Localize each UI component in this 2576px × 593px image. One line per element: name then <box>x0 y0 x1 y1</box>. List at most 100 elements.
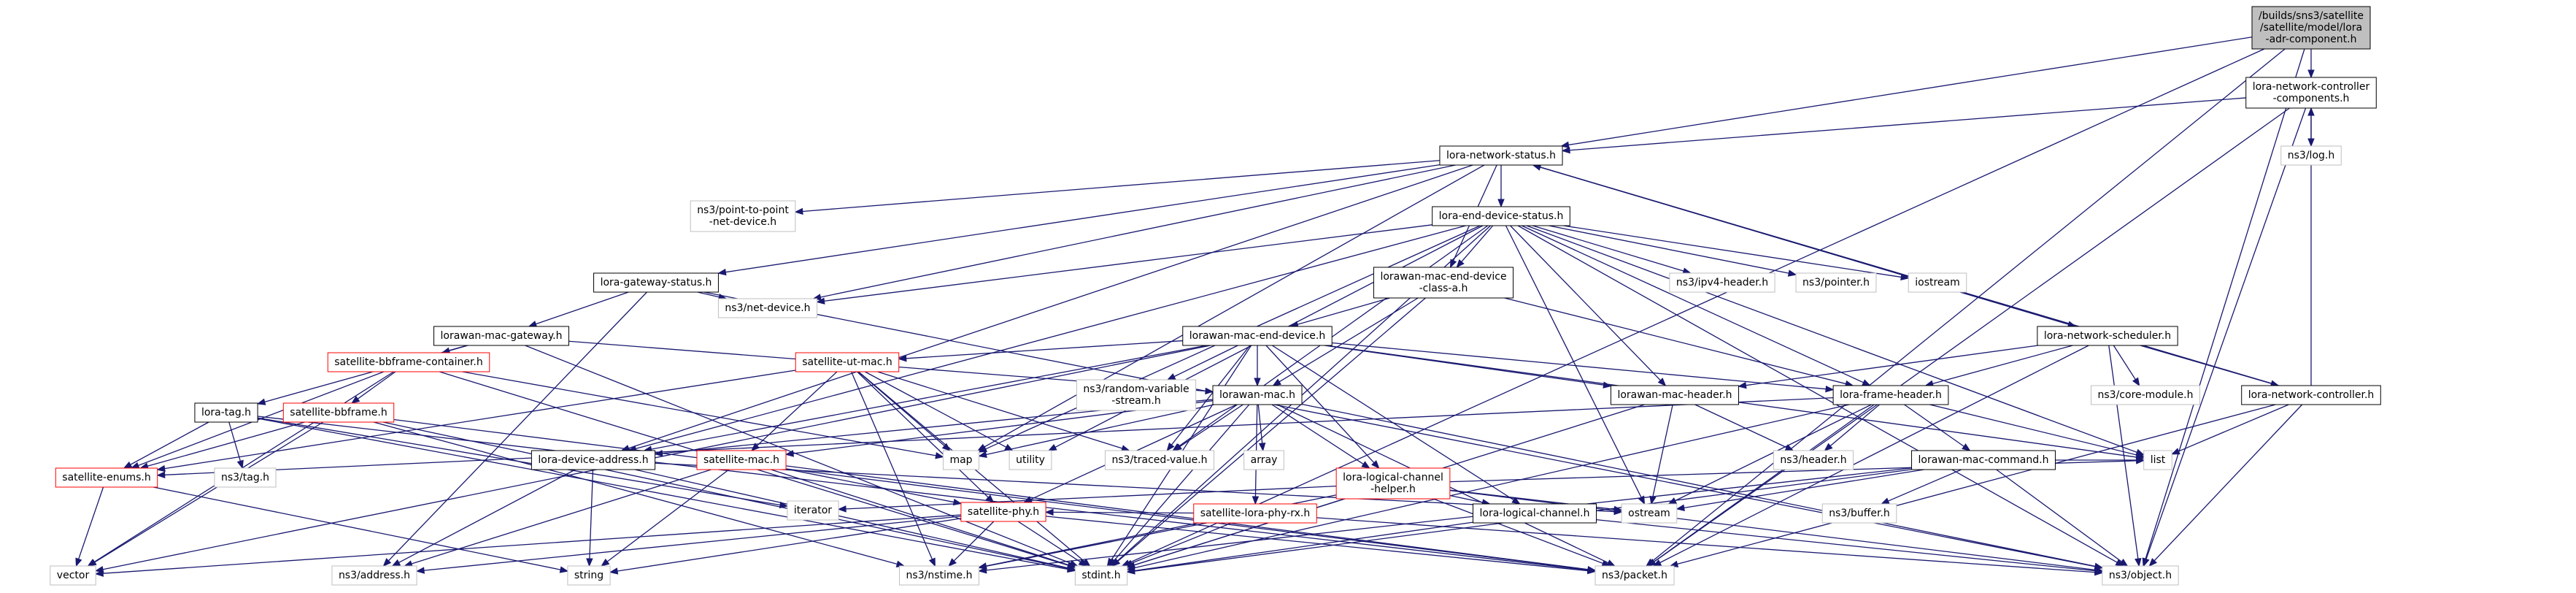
node-box <box>1821 503 1897 524</box>
edge-bbcont-to-bbframe <box>350 371 396 404</box>
node-devaddr[interactable]: lora-device-address.h <box>531 450 656 470</box>
node-macgw[interactable]: lorawan-mac-gateway.h <box>433 326 569 346</box>
edge-lchelper-to-packet <box>1432 498 1611 567</box>
edge-root-to-ncc <box>2307 49 2315 79</box>
arrowhead-icon <box>2135 557 2142 567</box>
node-sched[interactable]: lora-network-scheduler.h <box>2037 326 2178 346</box>
edge-eds-to-pointer <box>1549 225 1797 277</box>
node-label: -stream.h <box>1111 395 1160 407</box>
edge-line <box>725 164 1441 273</box>
edge-satphy-to-string <box>609 518 962 575</box>
node-label: ns3/header.h <box>1780 454 1846 466</box>
node-bbcont[interactable]: satellite-bbframe-container.h <box>327 352 490 372</box>
arrowhead-icon <box>1787 269 1797 277</box>
node-satenums[interactable]: satellite-enums.h <box>55 467 158 488</box>
node-lchan[interactable]: lora-logical-channel.h <box>1472 503 1597 524</box>
edge-line <box>820 164 1456 298</box>
arrowhead-icon <box>1862 379 1871 386</box>
node-nctrl[interactable]: lora-network-controller.h <box>2241 385 2381 405</box>
edge-satmac-to-string <box>601 469 730 567</box>
arrowhead-icon <box>609 567 619 575</box>
node-label: -net-device.h <box>709 216 776 228</box>
node-label: ns3/buffer.h <box>1829 508 1890 519</box>
node-ncc[interactable]: lora-network-controller-components.h <box>2245 77 2377 109</box>
edge-line <box>785 465 1589 570</box>
node-box <box>2251 6 2371 50</box>
edge-line <box>1526 225 2137 453</box>
arrowhead-icon <box>1962 443 1971 451</box>
arrowhead-icon <box>1044 508 1054 516</box>
edge-eds-to-netdev <box>816 224 1432 305</box>
arrowhead-icon <box>1371 460 1380 469</box>
node-object: ns3/object.h <box>2102 565 2179 586</box>
node-gws[interactable]: lora-gateway-status.h <box>593 272 719 293</box>
node-satphy[interactable]: satellite-phy.h <box>960 502 1046 522</box>
arrowhead-icon <box>935 452 944 459</box>
node-lchelper[interactable]: lora-logical-channel-helper.h <box>1335 467 1451 500</box>
node-utmac[interactable]: satellite-ut-mac.h <box>795 352 900 372</box>
node-satmac[interactable]: satellite-mac.h <box>696 450 787 470</box>
edge-line <box>1932 345 2073 384</box>
arrowhead-icon <box>2307 107 2315 116</box>
node-label: lorawan-mac-command.h <box>1918 454 2049 466</box>
edge-maced-to-macheader <box>1324 345 1612 389</box>
edge-root-to-object <box>2142 48 2305 567</box>
edge-eds-to-iostream <box>1563 225 1910 281</box>
node-frameheader[interactable]: lora-frame-header.h <box>1832 385 1949 405</box>
node-lphyrx[interactable]: satellite-lora-phy-rx.h <box>1193 503 1317 524</box>
edge-line <box>1179 404 1243 448</box>
node-maced[interactable]: lorawan-mac-end-device.h <box>1182 326 1333 346</box>
node-label: list <box>2151 454 2166 466</box>
edge-line <box>906 340 1183 359</box>
edge-line <box>877 371 1123 449</box>
edge-satenums-to-string <box>153 486 569 573</box>
edge-line <box>628 164 1473 449</box>
node-classa[interactable]: lorawan-mac-end-device-class-a.h <box>1373 267 1514 299</box>
edge-line <box>2145 107 2307 559</box>
node-box <box>2241 385 2381 405</box>
node-root[interactable]: /builds/sns3/satellite/satellite/model/l… <box>2251 6 2371 50</box>
edge-line <box>1297 297 1390 325</box>
node-label: ns3/ipv4-header.h <box>1676 277 1768 288</box>
edge-line <box>1114 404 1250 561</box>
node-lorawanmac[interactable]: lorawan-mac.h <box>1212 385 1303 405</box>
edge-satphy-to-stdint <box>1017 521 1088 567</box>
edge-line <box>589 469 594 559</box>
edge-lphyrx-to-object <box>1316 517 2104 576</box>
node-box <box>1908 272 1967 293</box>
node-address: ns3/address.h <box>331 565 417 586</box>
edge-line <box>846 485 1337 510</box>
node-label: lora-network-controller <box>2253 81 2370 93</box>
edge-line <box>398 469 576 563</box>
node-label: lora-tag.h <box>201 407 251 418</box>
node-pointer: ns3/pointer.h <box>1795 272 1877 293</box>
edge-line <box>382 421 1068 569</box>
arrowhead-icon <box>123 461 133 469</box>
edge-ncc-to-object <box>2143 107 2307 567</box>
edge-eds-to-classa <box>1456 225 1494 269</box>
edge-line <box>1929 404 2137 456</box>
node-tag[interactable]: lora-tag.h <box>194 402 258 423</box>
edge-maccmd-to-ostream <box>1675 469 1924 511</box>
arrowhead-icon <box>1738 381 1747 389</box>
arrowhead-icon <box>1497 199 1505 208</box>
arrowhead-icon <box>751 443 760 451</box>
arrowhead-icon <box>1511 497 1521 505</box>
node-header: ns3/header.h <box>1773 450 1854 470</box>
node-eds[interactable]: lora-end-device-status.h <box>1432 206 1570 226</box>
node-maccmd[interactable]: lorawan-mac-command.h <box>1911 450 2056 470</box>
arrowhead-icon <box>94 570 104 577</box>
edge-line <box>1651 48 2286 562</box>
node-box <box>327 352 490 372</box>
node-macheader[interactable]: lorawan-mac-header.h <box>1610 385 1740 405</box>
edge-line <box>1449 494 1483 503</box>
node-box <box>282 402 395 423</box>
node-label: satellite-bbframe-container.h <box>334 356 483 368</box>
edge-nctrl-to-nstatus <box>1532 164 2280 386</box>
node-iterator: iterator <box>787 500 839 521</box>
node-nstatus[interactable]: lora-network-status.h <box>1439 145 1563 166</box>
node-bbframe[interactable]: satellite-bbframe.h <box>282 402 395 423</box>
arrowhead-icon <box>1078 559 1088 567</box>
edge-gws-to-object <box>703 291 2104 570</box>
arrowhead-icon <box>528 321 538 328</box>
